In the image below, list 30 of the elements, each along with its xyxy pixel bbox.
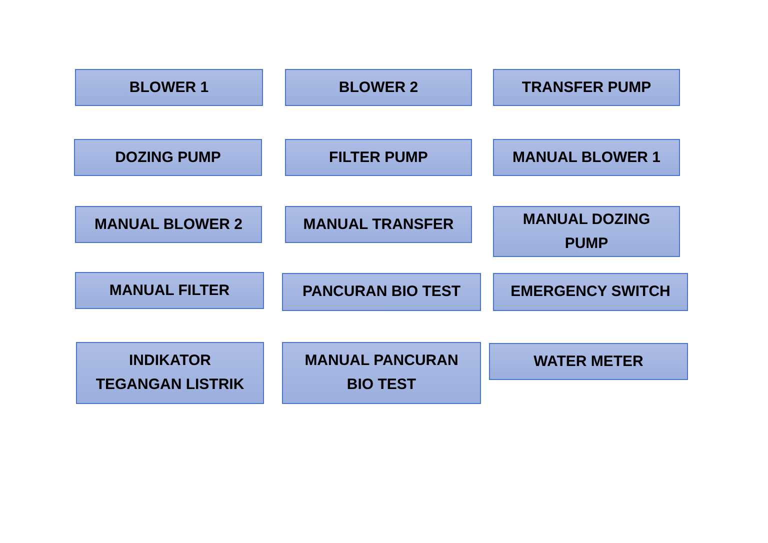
node-label: TRANSFER PUMP: [522, 78, 652, 98]
process-box: [285, 139, 472, 176]
process-box: [75, 272, 264, 309]
process-box: [282, 273, 481, 311]
node-label: DOZING PUMP: [115, 148, 221, 168]
node-label: MANUAL DOZING PUMP: [522, 210, 652, 254]
process-box: [285, 69, 472, 106]
process-box: [493, 139, 680, 176]
process-box: [285, 206, 472, 243]
node-label: MANUAL BLOWER 2: [94, 214, 243, 234]
process-box: [282, 342, 481, 404]
process-box: [493, 273, 688, 311]
process-box: [493, 206, 680, 257]
process-box: [75, 69, 263, 106]
node-label: WATER METER: [534, 352, 644, 372]
node-label: FILTER PUMP: [329, 148, 428, 168]
node-label: BLOWER 2: [338, 78, 418, 98]
node-label: MANUAL PANCURAN BIO TEST: [304, 351, 460, 395]
process-box: [75, 206, 262, 243]
node-label: INDIKATOR TEGANGAN LISTRIK: [94, 351, 246, 395]
node-label: BLOWER 1: [129, 78, 209, 98]
process-box: [76, 342, 264, 404]
node-label: MANUAL TRANSFER: [303, 214, 454, 234]
node-label: EMERGENCY SWITCH: [510, 282, 670, 302]
node-label: PANCURAN BIO TEST: [302, 282, 461, 302]
process-box: [493, 69, 680, 106]
node-label: MANUAL FILTER: [109, 280, 230, 300]
process-box: [74, 139, 262, 176]
node-label: MANUAL BLOWER 1: [512, 148, 661, 168]
process-box: [489, 343, 688, 380]
